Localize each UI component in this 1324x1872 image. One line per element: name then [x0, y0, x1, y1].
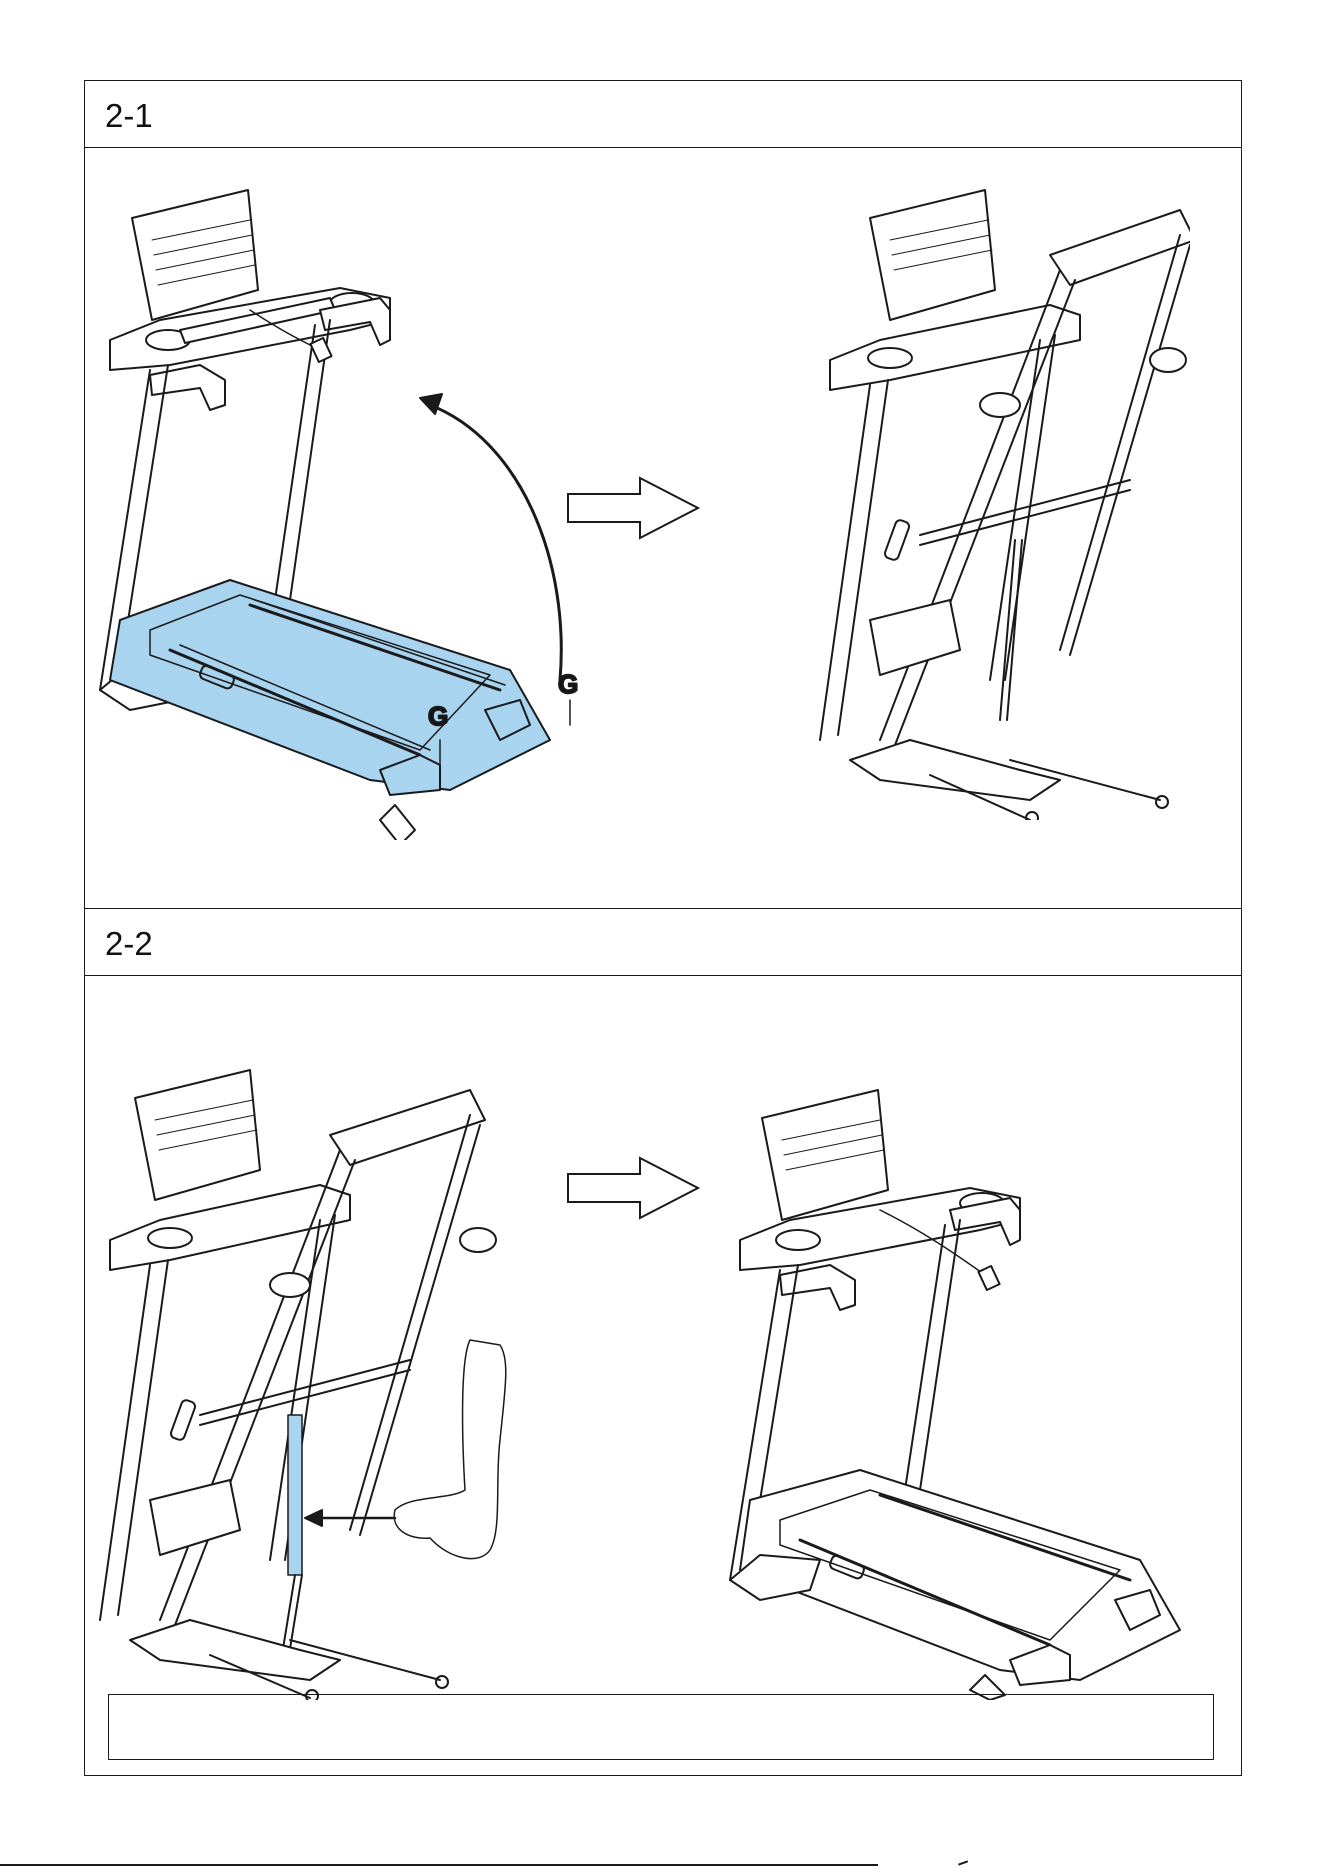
callout-g-upper: G [558, 669, 578, 699]
footer-rule [0, 1864, 878, 1866]
note-box [108, 1694, 1214, 1760]
curved-arrow-icon [430, 405, 561, 680]
step-label: 2-1 [105, 97, 153, 135]
step-header-2-2: 2-2 [84, 908, 1242, 976]
step-header-2-1: 2-1 [84, 80, 1242, 148]
treadmill-folded [750, 180, 1190, 820]
right-hollow-arrow-icon [566, 1156, 702, 1220]
callout-g-lower: G [428, 701, 448, 731]
right-hollow-arrow-icon [566, 476, 702, 540]
treadmill-unfolded [720, 1080, 1240, 1700]
step-label: 2-2 [105, 925, 153, 963]
footer-mark [958, 1860, 968, 1865]
